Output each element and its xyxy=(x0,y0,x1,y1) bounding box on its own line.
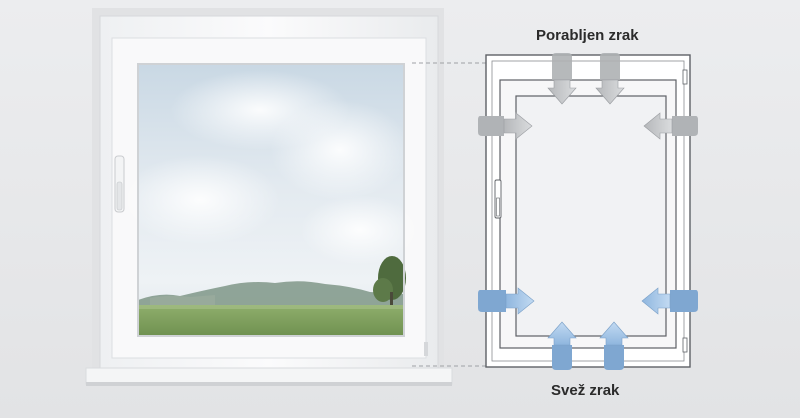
fresh-arrow-bottom-right xyxy=(599,321,629,370)
exhaust-arrow-left xyxy=(478,112,533,140)
exhaust-arrow-right xyxy=(643,112,698,140)
fresh-arrow-bottom-left xyxy=(547,321,577,370)
window-sill xyxy=(85,367,453,385)
exhaust-air-label: Porabljen zrak xyxy=(536,27,639,44)
field xyxy=(138,305,404,336)
fresh-arrow-right xyxy=(641,287,698,315)
fresh-air-label: Svež zrak xyxy=(551,382,620,399)
window-photo xyxy=(85,8,453,386)
frame-glass xyxy=(515,95,667,337)
fresh-arrow-left xyxy=(478,287,535,315)
ventilation-diagram xyxy=(412,53,698,370)
exhaust-arrow-top-left xyxy=(547,53,577,105)
exhaust-arrow-top-right xyxy=(595,53,625,105)
